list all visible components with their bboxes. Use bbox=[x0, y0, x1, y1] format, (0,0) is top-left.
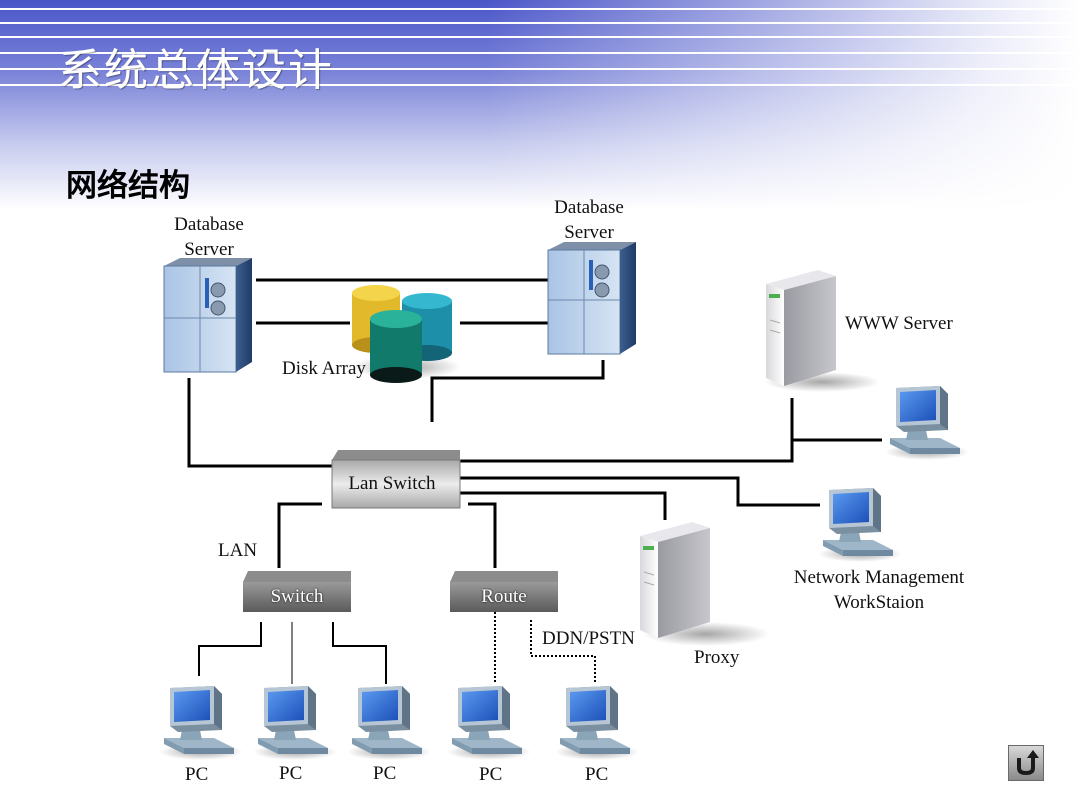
label-nm-workstation-line1: Network Management bbox=[793, 567, 965, 588]
label-pc-1: PC bbox=[185, 764, 209, 785]
link-switch-route bbox=[468, 502, 497, 568]
label-route: Route bbox=[481, 586, 527, 607]
header-stripe bbox=[0, 52, 1080, 54]
pc-1 bbox=[159, 686, 243, 760]
header-fade bbox=[0, 0, 1080, 210]
switch bbox=[243, 571, 351, 612]
pc-5 bbox=[555, 686, 639, 760]
www-server bbox=[764, 270, 880, 392]
pc-3 bbox=[347, 686, 431, 760]
label-pc-3: PC bbox=[373, 763, 397, 784]
slide-title: 系统总体设计 bbox=[58, 45, 334, 96]
www-monitor bbox=[885, 386, 969, 460]
label-nm-workstation-line2: WorkStaion bbox=[833, 592, 925, 613]
link-pc3 bbox=[332, 622, 387, 684]
link-ddn-dotted bbox=[530, 620, 596, 684]
label-pc-4: PC bbox=[479, 764, 503, 785]
header-stripe bbox=[0, 84, 1080, 86]
return-button[interactable] bbox=[1008, 745, 1044, 781]
proxy-server bbox=[640, 522, 770, 646]
database-server-left bbox=[163, 258, 252, 373]
link-switch-proxy bbox=[460, 491, 667, 520]
pc-4 bbox=[447, 686, 531, 760]
pc-2 bbox=[253, 686, 337, 760]
label-lan: LAN bbox=[218, 540, 258, 561]
label-pc-2: PC bbox=[279, 763, 303, 784]
label-lan-switch: Lan Switch bbox=[348, 473, 436, 494]
label-switch: Switch bbox=[270, 586, 324, 607]
dial-lines bbox=[494, 612, 596, 684]
header-stripe bbox=[0, 36, 1080, 38]
route bbox=[450, 571, 558, 612]
label-db-server-left: Database Server bbox=[174, 214, 244, 260]
return-arrow-icon bbox=[1017, 750, 1039, 776]
database-server-right bbox=[547, 242, 636, 355]
header-stripe bbox=[0, 68, 1080, 70]
header-stripe bbox=[0, 8, 1080, 10]
label-pc-5: PC bbox=[585, 764, 609, 785]
label-proxy: Proxy bbox=[694, 647, 740, 668]
section-title: 网络结构 bbox=[66, 168, 190, 204]
nm-workstation-monitor bbox=[818, 488, 902, 562]
link-switch-lan bbox=[277, 502, 322, 568]
header-stripe bbox=[0, 22, 1080, 24]
label-ddn-pstn: DDN/PSTN bbox=[542, 628, 635, 649]
connection-lines bbox=[187, 278, 882, 684]
label-www-server: WWW Server bbox=[845, 313, 953, 334]
label-disk-array: Disk Array bbox=[282, 358, 366, 379]
lan-switch bbox=[331, 450, 461, 509]
link-switch-www bbox=[460, 398, 794, 463]
link-db-left-switch bbox=[187, 378, 332, 468]
label-db-server-right: Database Server bbox=[554, 197, 624, 243]
link-switch-nm bbox=[460, 476, 820, 507]
link-db-right-switch bbox=[430, 360, 605, 422]
link-pc1 bbox=[198, 622, 262, 676]
disk-array bbox=[351, 285, 461, 383]
